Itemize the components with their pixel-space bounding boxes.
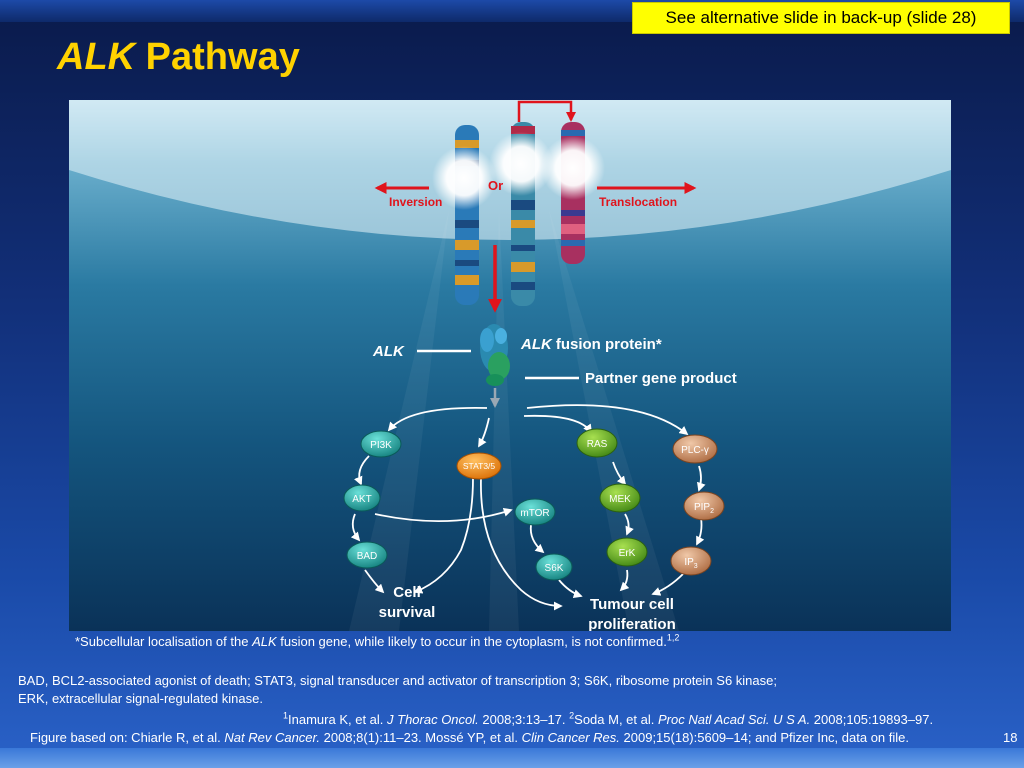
arrow-plc-pip2	[697, 465, 706, 492]
outcome-proliferation-line2: proliferation	[588, 616, 676, 631]
abbreviations-line-2: ERK, extracellular signal-regulated kina…	[18, 691, 263, 706]
arrow-akt-bad	[350, 513, 361, 542]
glow-spot	[489, 132, 553, 196]
pathway-arrows	[350, 404, 706, 611]
svg-text:S6K: S6K	[545, 563, 564, 574]
arrow-to-ras	[523, 414, 593, 434]
partner-gene-label: Partner gene product	[585, 370, 737, 387]
slide-title: ALK Pathway	[57, 36, 300, 79]
alk-label: ALK	[372, 343, 405, 360]
node-s6k: S6K	[535, 553, 573, 581]
footnote: *Subcellular localisation of the ALK fus…	[75, 632, 680, 649]
outcome-survival-line2: survival	[379, 604, 436, 621]
node-stat: STAT3/5	[456, 452, 502, 480]
arrow-to-pi3k	[387, 406, 488, 432]
node-ras: RAS	[576, 428, 618, 458]
fusion-protein-icon	[480, 324, 510, 386]
arrow-to-plc	[526, 404, 689, 436]
svg-text:AKT: AKT	[352, 494, 371, 505]
arrow-mtor-s6k	[529, 524, 545, 554]
svg-text:PI3K: PI3K	[370, 440, 392, 451]
translocation-label: Translocation	[599, 195, 677, 209]
arrow-pi3k-akt	[354, 455, 370, 486]
svg-text:mTOR: mTOR	[520, 508, 549, 519]
bottom-strip	[0, 748, 1024, 768]
page-number: 18	[1003, 730, 1018, 745]
svg-text:RAS: RAS	[587, 439, 608, 450]
node-erk: ErK	[606, 537, 648, 567]
outcome-proliferation-line1: Tumour cell	[590, 596, 674, 613]
node-mtor: mTOR	[514, 498, 556, 526]
node-bad: BAD	[346, 541, 388, 569]
title-rest: Pathway	[145, 36, 300, 78]
svg-text:PIP2: PIP2	[694, 502, 714, 515]
arrow-erk-proliferation	[619, 569, 630, 592]
svg-text:ErK: ErK	[619, 548, 636, 559]
node-plc: PLC-γ	[672, 434, 718, 464]
arrow-mek-erk	[624, 513, 634, 536]
node-mek: MEK	[599, 483, 641, 513]
arrow-stat-survival	[413, 477, 474, 594]
references-line-1: 1Inamura K, et al. J Thorac Oncol. 2008;…	[283, 710, 934, 727]
arrow-bad-survival	[364, 569, 385, 594]
references-line-2: Figure based on: Chiarle R, et al. Nat R…	[30, 730, 909, 745]
abbreviations: BAD, BCL2-associated agonist of death; S…	[18, 672, 777, 708]
glow-spot	[432, 146, 496, 210]
arrow-akt-mtor	[374, 507, 513, 522]
outcome-survival-line1: Cell	[393, 584, 421, 601]
or-label: Or	[488, 178, 503, 193]
translocation-bracket	[517, 100, 576, 122]
light-rays	[349, 210, 679, 631]
arrow-ip3-proliferation	[651, 573, 684, 596]
svg-text:IP3: IP3	[684, 557, 697, 570]
svg-text:PLC-γ: PLC-γ	[681, 445, 709, 456]
inversion-label: Inversion	[389, 195, 442, 209]
svg-text:MEK: MEK	[609, 494, 631, 505]
arrow-stat-proliferation	[480, 477, 563, 611]
arrow-to-stat	[478, 417, 490, 448]
glow-spot	[541, 136, 605, 200]
abbreviations-line-1: BAD, BCL2-associated agonist of death; S…	[18, 673, 777, 688]
node-pi3k: PI3K	[360, 430, 402, 458]
arrow-s6k-proliferation	[558, 579, 583, 598]
title-italic: ALK	[57, 36, 136, 78]
node-akt: AKT	[343, 484, 381, 512]
arrow-ras-mek	[612, 461, 627, 486]
node-pip2: PIP2	[683, 491, 725, 521]
node-ip3: IP3	[670, 546, 712, 576]
svg-text:STAT3/5: STAT3/5	[463, 461, 496, 471]
backup-note: See alternative slide in back-up (slide …	[632, 2, 1010, 34]
svg-text:BAD: BAD	[357, 551, 378, 562]
